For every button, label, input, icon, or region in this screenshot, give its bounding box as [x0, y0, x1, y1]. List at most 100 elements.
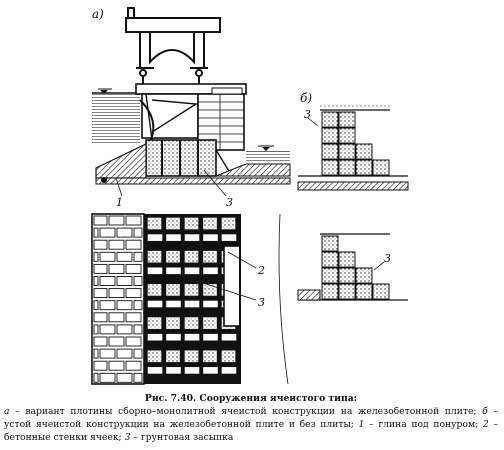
- plan-brick: [99, 348, 116, 359]
- plan-wall-slot: [221, 234, 237, 241]
- plan-wall-slot: [147, 367, 163, 374]
- plan-brick: [108, 215, 125, 226]
- callout-3a: 3: [226, 196, 233, 209]
- abutment-cell: [321, 235, 339, 252]
- plan-brick: [133, 300, 143, 311]
- plan-fill-cell: [147, 250, 162, 263]
- abutment-cell: [321, 159, 339, 176]
- plan-wall-slot: [166, 300, 181, 308]
- dam-body: [135, 83, 247, 177]
- caption-text-1: глина под понуром;: [378, 419, 479, 430]
- callout-3c: 3: [304, 108, 311, 121]
- foundation-slab: [95, 177, 291, 185]
- plan-brick: [116, 227, 133, 238]
- callout-2: 2: [257, 264, 265, 277]
- abutment-cell: [355, 267, 373, 284]
- plan-wall-slot: [166, 367, 181, 374]
- plan-brick: [108, 239, 125, 250]
- plan-brick: [133, 372, 143, 383]
- upstream-water: [92, 88, 140, 143]
- plan-brick: [116, 348, 133, 359]
- panel-b-abutment-noslab: 3: [297, 233, 408, 301]
- plan-fill-cell: [184, 284, 199, 296]
- callout-3d: 3: [384, 252, 391, 265]
- plan-fill-cell: [203, 284, 217, 296]
- plan-fill-cell: [166, 284, 180, 296]
- plan-fill-cell: [203, 317, 217, 329]
- plan-brick: [108, 263, 125, 274]
- plan-fill-cell: [147, 217, 162, 230]
- callout-1: 1: [116, 196, 123, 209]
- plan-brick: [116, 300, 133, 311]
- abutment-cell: [355, 283, 373, 300]
- caption-text-b: устой ячеистой конструкции на железобето…: [4, 419, 354, 430]
- plan-wall-slot: [203, 234, 218, 241]
- abutment-cell: [372, 283, 390, 300]
- plan-brick: [93, 263, 108, 274]
- abutment-cell: [372, 159, 390, 176]
- plan-wall-slot: [166, 267, 181, 275]
- plan-brick: [93, 276, 99, 286]
- plan-fill-cell: [203, 217, 217, 230]
- panel-label-b: б): [300, 91, 312, 105]
- plan-brick: [108, 288, 125, 299]
- abutment-cell: [338, 127, 356, 144]
- panel-b-abutment-slab: б) 3: [297, 91, 409, 191]
- abutment-cell: [338, 267, 356, 284]
- caption-key-3: 3: [124, 432, 131, 443]
- abutment-cell: [321, 267, 339, 284]
- plan-wall-slot: [221, 367, 237, 374]
- figure-drawing: а): [91, 7, 409, 385]
- plan-brick: [93, 300, 99, 311]
- abutment-cell: [338, 143, 356, 160]
- plan-wall-slot: [203, 333, 218, 341]
- plan-brick: [99, 300, 116, 311]
- plan-wall-slot: [184, 267, 200, 275]
- plan-brick: [93, 239, 108, 250]
- plan-fill-cell: [184, 250, 199, 263]
- abutment-cell: [338, 283, 356, 300]
- plan-wall-slot: [203, 267, 218, 275]
- apron-clay: [95, 143, 147, 179]
- plan-brick: [133, 348, 143, 359]
- plan-brick: [133, 251, 143, 262]
- panel-a-elevation: а): [92, 7, 291, 209]
- plan-brick: [125, 360, 142, 371]
- plan-fill-cell: [147, 284, 162, 296]
- abutment-cell: [355, 159, 373, 176]
- plan-brick: [133, 276, 143, 286]
- plan-brick: [116, 372, 133, 383]
- plan-wall-slot: [203, 367, 218, 374]
- plan-brick: [99, 372, 116, 383]
- plan-brick: [125, 263, 142, 274]
- plan-brick: [125, 239, 142, 250]
- plan-brick: [93, 360, 108, 371]
- plan-brick: [108, 360, 125, 371]
- plan-brick: [99, 324, 116, 335]
- abutment-cell: [338, 251, 356, 268]
- caption-title: Рис. 7.40. Сооружения ячеистого типа:: [144, 393, 358, 404]
- figure-caption: Рис. 7.40. Сооружения ячеистого типа: а …: [4, 392, 498, 444]
- plan-brick: [125, 312, 142, 323]
- plan-brick: [93, 312, 108, 323]
- caption-key-b: б: [482, 406, 488, 417]
- abutment-cell: [338, 159, 356, 176]
- plan-fill-cell: [203, 350, 217, 363]
- plan-brick: [116, 324, 133, 335]
- plan-wall-slot: [166, 333, 181, 341]
- plan-wall-slot: [184, 333, 200, 341]
- plan-brick: [116, 251, 133, 262]
- plan-brick: [99, 276, 116, 286]
- plan-fill-cell: [166, 317, 180, 329]
- plan-wall-slot: [147, 267, 163, 275]
- plan-wall-slot: [147, 300, 163, 308]
- plan-wall-slot: [147, 333, 163, 341]
- panel-a-plan: 2 3: [91, 213, 290, 385]
- panel-label-a: а): [92, 7, 104, 21]
- plan-fill-cell: [221, 217, 236, 230]
- plan-fill-cell: [166, 350, 180, 363]
- callout-3b: 3: [258, 296, 265, 309]
- plan-brick: [99, 227, 116, 238]
- plan-fill-cell: [184, 317, 199, 329]
- abutment-cell: [321, 283, 339, 300]
